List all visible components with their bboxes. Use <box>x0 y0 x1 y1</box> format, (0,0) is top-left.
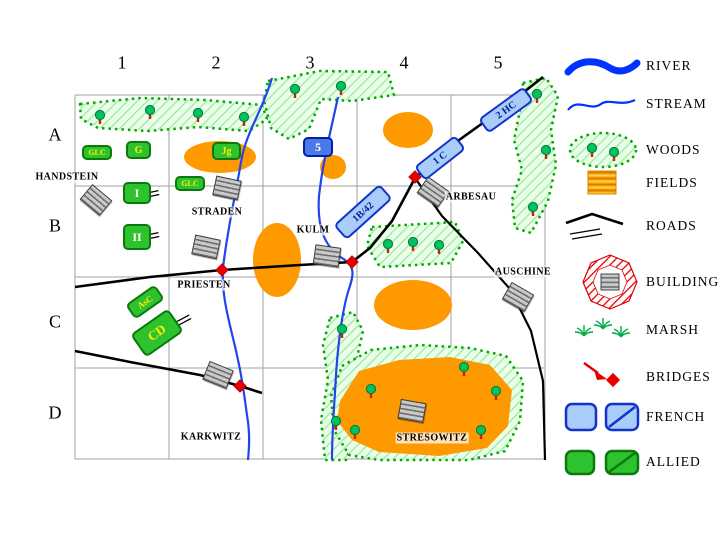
field-area <box>374 280 452 330</box>
bridge-icon <box>408 170 422 184</box>
place-label-priesten: PRIESTEN <box>176 279 232 291</box>
woods-area <box>78 96 269 133</box>
field-areas <box>184 112 512 456</box>
grid-col-label-4: 4 <box>399 52 409 73</box>
road-line <box>74 349 263 395</box>
legend-label-marsh: MARSH <box>646 322 700 337</box>
place-label-auschine: AUSCHINE <box>494 266 552 278</box>
grid-col-label-5: 5 <box>493 52 503 73</box>
grid-row-label-a: A <box>48 124 62 145</box>
legend-allied-symbol <box>564 449 640 476</box>
legend-bridges-symbol <box>583 362 621 388</box>
road-line <box>74 75 544 289</box>
legend-woods-symbol <box>568 131 638 169</box>
stream-lines <box>221 77 354 461</box>
unit-5[interactable]: 5 <box>303 137 333 157</box>
building-kulm <box>312 244 342 268</box>
legend-label-french: FRENCH <box>646 409 706 424</box>
legend-french-symbol <box>564 402 640 432</box>
place-label-stresowitz: STRESOWITZ <box>395 432 469 444</box>
grid-row-label-c: C <box>48 311 62 332</box>
bridge-icons <box>215 170 422 393</box>
bridge-icon <box>215 263 229 277</box>
place-label-straden: STRADEN <box>190 206 244 218</box>
grid-col-label-2: 2 <box>211 52 221 73</box>
grid-row-label-d: D <box>48 402 62 423</box>
unit-g[interactable]: G <box>126 141 151 159</box>
legend-label-bridges: BRIDGES <box>646 369 711 384</box>
legend-symbols <box>564 58 641 476</box>
unit-jg[interactable]: Jg <box>212 142 241 160</box>
bridge-icon <box>233 379 247 393</box>
place-label-karkwitz: KARKWITZ <box>179 431 243 443</box>
unit-glc-2[interactable]: GLC <box>175 176 205 191</box>
legend-fields-symbol <box>587 170 617 195</box>
secondary-road-mark <box>176 314 192 326</box>
woods-area <box>510 76 560 235</box>
legend-stream-symbol <box>567 98 636 111</box>
place-label-handstein: HANDSTEIN <box>34 171 100 183</box>
legend-label-woods: WOODS <box>646 142 701 157</box>
grid-col-label-1: 1 <box>117 52 127 73</box>
legend-label-allied: ALLIED <box>646 454 701 469</box>
place-label-kulm: KULM <box>295 224 331 236</box>
stream-line <box>317 96 354 461</box>
unit-i[interactable]: I <box>123 182 151 204</box>
field-area <box>320 155 346 179</box>
legend-label-river: RIVER <box>646 58 692 73</box>
building-stresowitz <box>397 398 427 424</box>
stream-line <box>221 77 274 461</box>
legend-roads-symbol <box>565 212 624 240</box>
unit-glc-1[interactable]: GLC <box>82 145 112 160</box>
unit-ii[interactable]: II <box>123 224 151 250</box>
field-area <box>383 112 433 148</box>
legend-label-building: BUILDING <box>646 274 720 289</box>
field-area <box>253 223 301 297</box>
bridge-icon <box>345 255 359 269</box>
legend-marsh-symbol <box>574 317 631 338</box>
legend-building-symbol <box>582 254 638 310</box>
grid-col-label-3: 3 <box>305 52 315 73</box>
legend-label-roads: ROADS <box>646 218 697 233</box>
legend-label-stream: STREAM <box>646 96 707 111</box>
grid-row-label-b: B <box>48 215 62 236</box>
legend-river-symbol <box>564 58 641 76</box>
legend-label-fields: FIELDS <box>646 175 698 190</box>
woods-area <box>262 69 396 141</box>
place-label-arbesau: ARBESAU <box>444 191 498 203</box>
